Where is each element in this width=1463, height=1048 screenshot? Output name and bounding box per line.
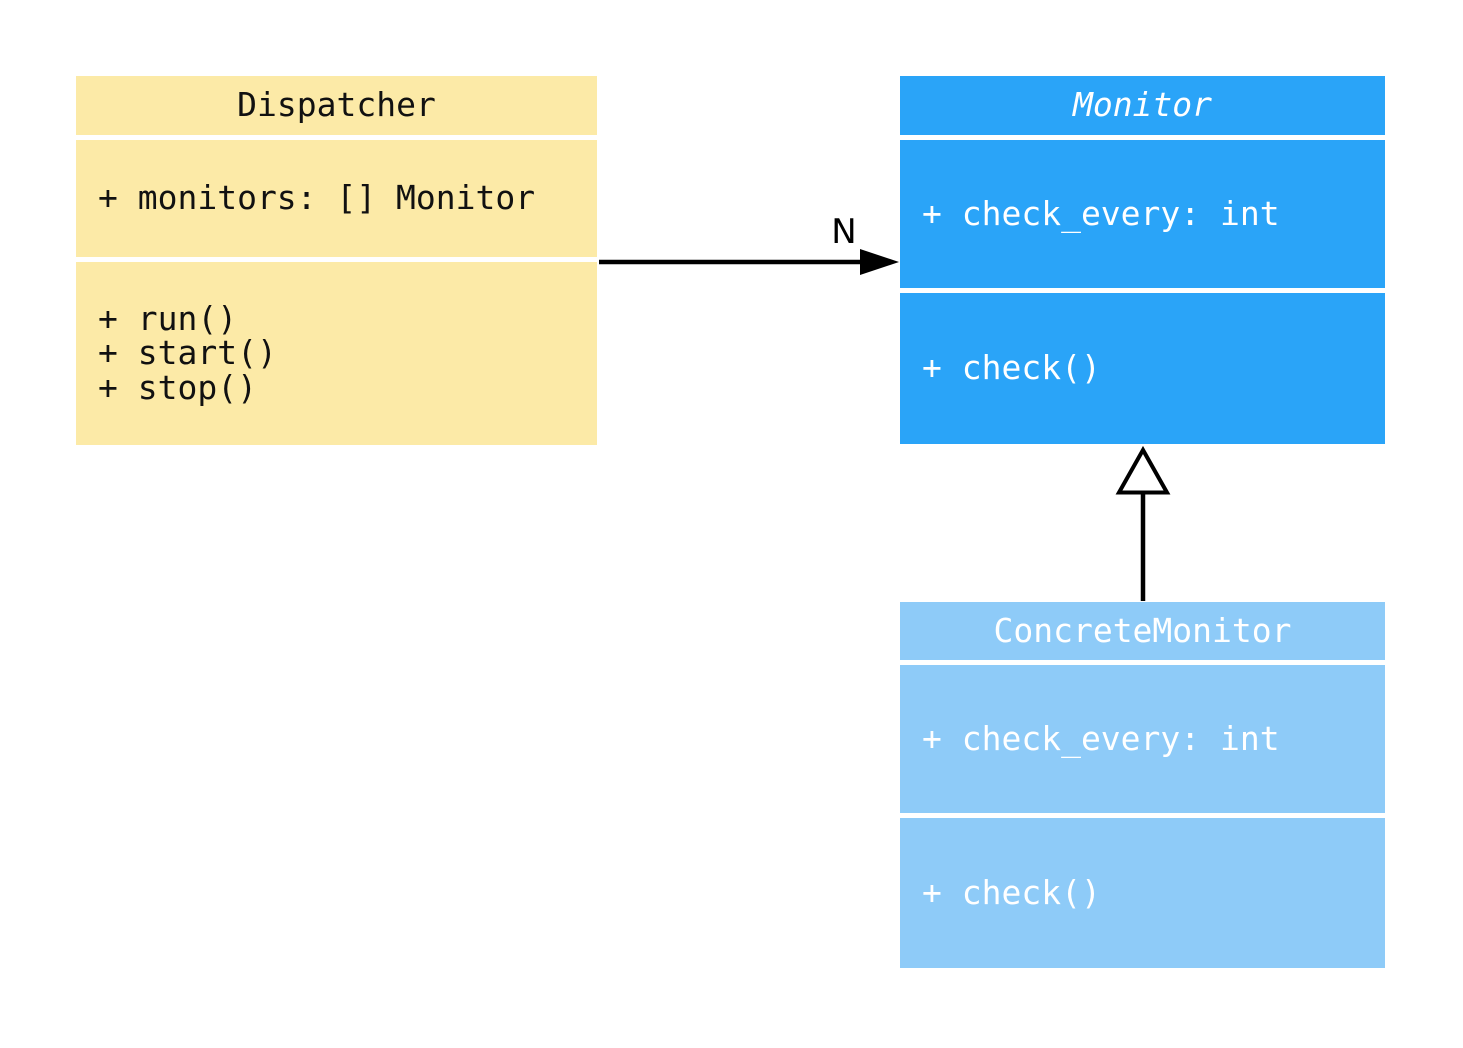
class-box-concretemonitor: ConcreteMonitor + check_every: int + che…: [900, 602, 1385, 968]
method-line: + check(): [922, 348, 1101, 388]
class-attributes-dispatcher: + monitors: [] Monitor: [76, 140, 597, 257]
inheritance-concretemonitor-to-monitor: [1115, 445, 1171, 601]
class-methods-dispatcher: + run() + start() + stop(): [76, 262, 597, 445]
method-line: + start(): [98, 333, 277, 373]
class-methods-monitor: + check(): [900, 293, 1385, 444]
association-dispatcher-to-monitor: N: [599, 212, 899, 275]
association-multiplicity-label: N: [831, 212, 856, 252]
class-methods-concretemonitor: + check(): [900, 818, 1385, 968]
class-attributes-monitor: + check_every: int: [900, 140, 1385, 288]
class-title-monitor: Monitor: [900, 76, 1385, 135]
class-attributes-concretemonitor: + check_every: int: [900, 665, 1385, 813]
attribute-line: + check_every: int: [922, 718, 1280, 758]
association-arrowhead-icon: [860, 249, 899, 275]
attribute-line: + check_every: int: [922, 193, 1280, 233]
method-line: + stop(): [98, 367, 257, 407]
method-line: + check(): [922, 872, 1101, 912]
inheritance-triangle-icon: [1115, 445, 1171, 495]
class-box-dispatcher: Dispatcher + monitors: [] Monitor + run(…: [76, 76, 597, 445]
method-line: + run(): [98, 298, 238, 338]
class-box-monitor: Monitor + check_every: int + check(): [900, 76, 1385, 444]
attribute-line: + monitors: [] Monitor: [98, 178, 536, 218]
class-title-dispatcher: Dispatcher: [76, 76, 597, 135]
class-title-concretemonitor: ConcreteMonitor: [900, 602, 1385, 660]
